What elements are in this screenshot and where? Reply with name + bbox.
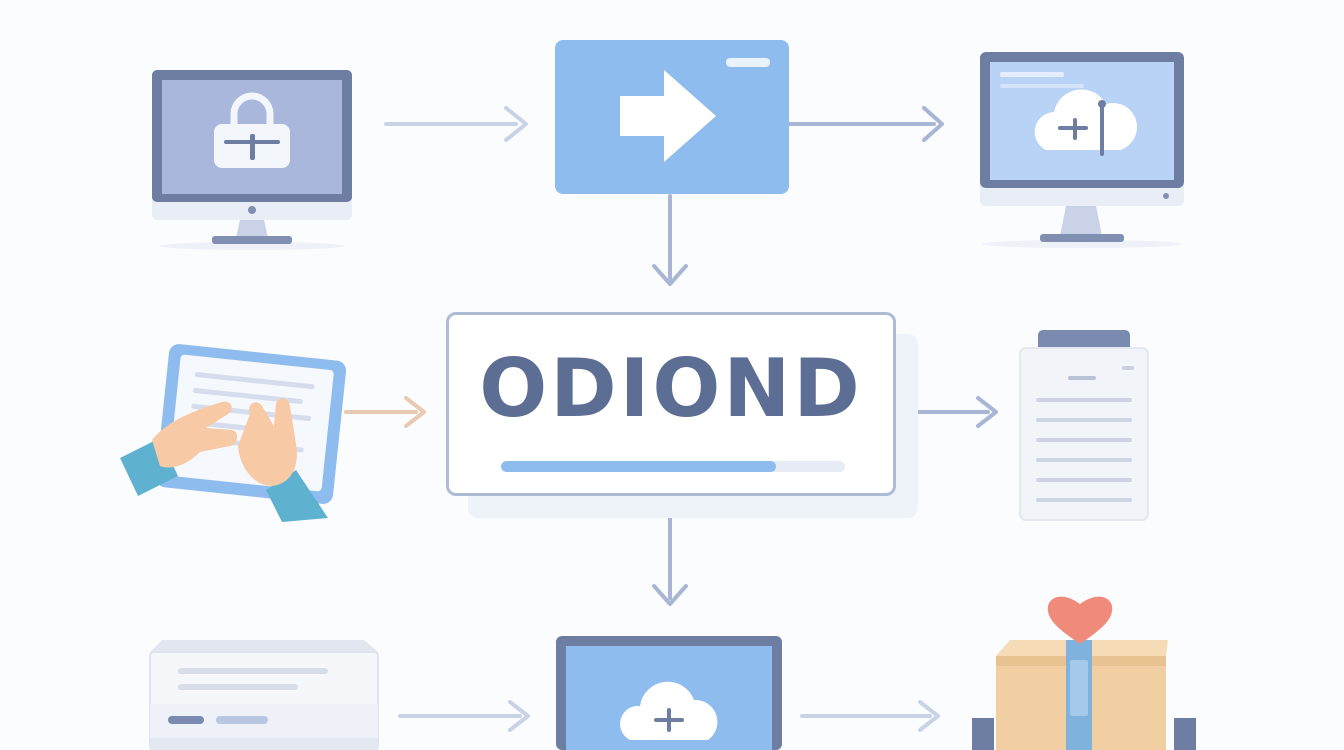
cloud-upload-monitor-icon <box>556 636 782 750</box>
lock-monitor-icon <box>152 70 352 250</box>
typing-tablet-icon <box>120 344 347 522</box>
document-icon <box>1019 330 1149 521</box>
arrow-panel-to-hub <box>652 194 688 286</box>
cloud-monitor-icon <box>980 52 1184 248</box>
package-heart-icon <box>972 596 1196 750</box>
arrow-tablet-to-hub <box>344 396 426 428</box>
hub-title: ODIOND <box>479 342 863 435</box>
odiond-hub-card: ODIOND <box>446 312 896 496</box>
arrow-hub-to-upload <box>652 500 688 606</box>
server-stack-icon <box>149 640 379 750</box>
arrow-upload-to-package <box>800 700 940 732</box>
forward-arrow-panel-icon <box>555 40 789 194</box>
arrow-panel-to-cloud <box>788 106 944 142</box>
arrow-hub-to-document <box>898 396 998 428</box>
hub-progress-bar <box>501 461 845 472</box>
arrow-lock-to-panel <box>384 106 528 142</box>
arrow-server-to-upload <box>398 700 530 732</box>
hub-progress-fill <box>501 461 777 472</box>
